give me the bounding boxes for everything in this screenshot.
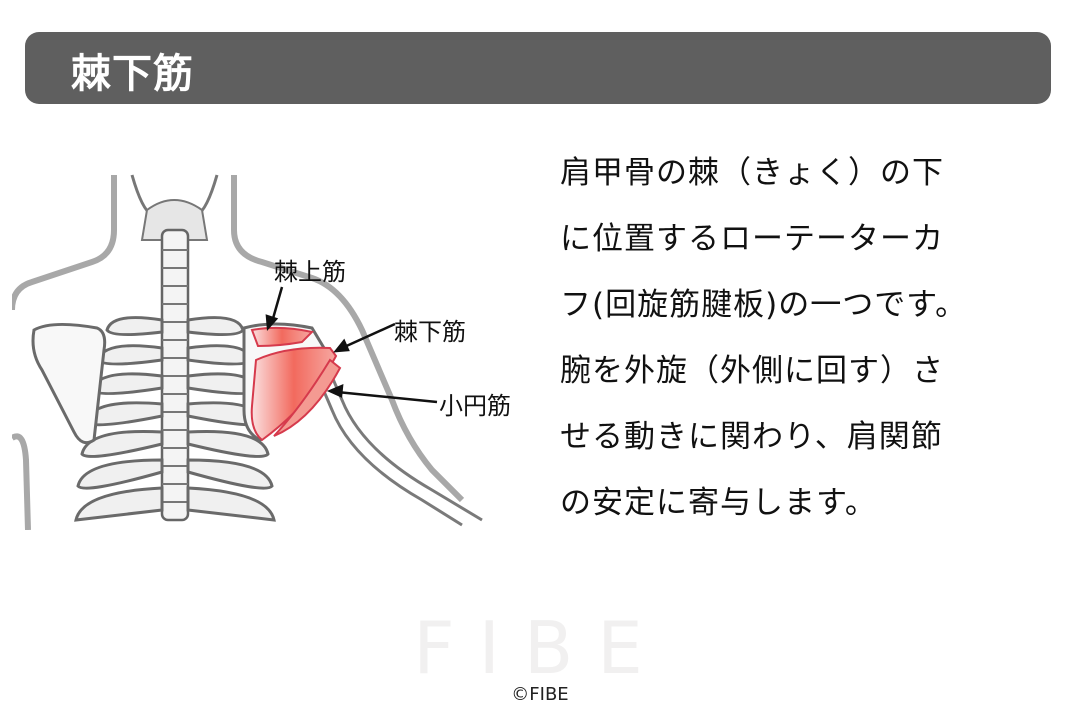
description-line: の安定に寄与します。 (560, 485, 877, 521)
description-line: せる動きに関わり、肩関節 (560, 419, 943, 455)
description: 肩甲骨の棘（きょく）の下 に位置するローテーターカ フ(回旋筋腱板)の一つです。… (560, 140, 1050, 536)
description-line: に位置するローテーターカ (560, 221, 944, 257)
title-bar: 棘下筋 (25, 32, 1051, 104)
skeleton-back-icon (9, 174, 483, 531)
copyright: ©FIBE (511, 684, 569, 705)
watermark: FIBE (413, 606, 667, 690)
anatomy-illustration: 棘上筋 棘下筋 小円筋 (9, 170, 532, 531)
description-line: 腕を外旋（外側に回す）さ (560, 353, 944, 389)
label-teres-minor: 小円筋 (439, 392, 511, 420)
description-line: フ(回旋筋腱板)の一つです。 (560, 287, 968, 323)
label-supraspinatus: 棘上筋 (274, 258, 346, 286)
page-title: 棘下筋 (71, 51, 194, 97)
label-infraspinatus: 棘下筋 (394, 318, 466, 346)
description-line: 肩甲骨の棘（きょく）の下 (560, 155, 944, 191)
